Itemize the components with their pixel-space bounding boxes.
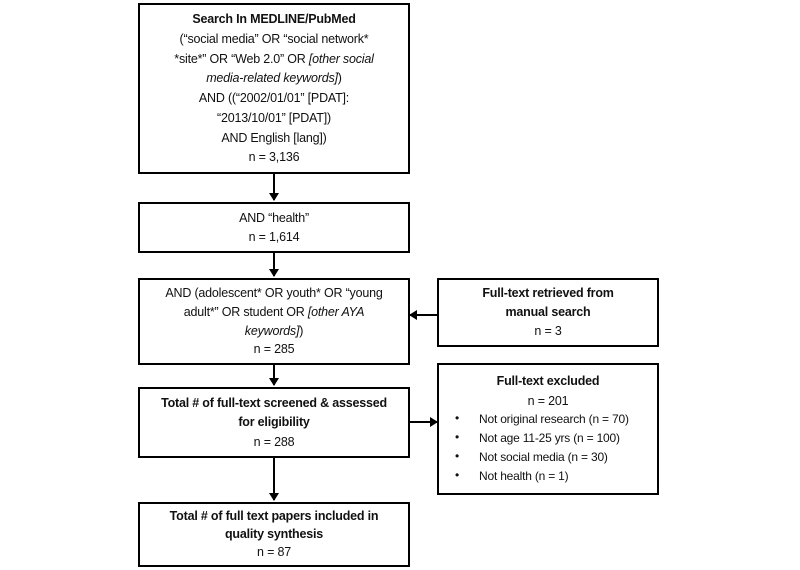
bullet-icon: • bbox=[455, 411, 460, 426]
exclusion-reason-item: • Not social media (n = 30) bbox=[439, 449, 657, 465]
bullet-icon: • bbox=[455, 449, 460, 464]
node-search-medline-pubmed: Search In MEDLINE/PubMed (“social media”… bbox=[138, 3, 410, 174]
query-text-line: keywords]) bbox=[143, 324, 405, 338]
query-text-line: media-related keywords]) bbox=[143, 71, 405, 85]
exclusion-reason-item: • Not original research (n = 70) bbox=[439, 411, 657, 427]
text-segment-italic: [other AYA bbox=[307, 304, 365, 319]
node-title: Total # of full text papers included in bbox=[169, 509, 379, 524]
exclusion-reason-item: • Not age 11-25 yrs (n = 100) bbox=[439, 430, 657, 446]
exclusion-reason-label: Not age 11-25 yrs (n = 100) bbox=[479, 431, 620, 446]
query-text-line: AND ((“2002/01/01” [PDAT]: bbox=[198, 91, 350, 106]
arrow-manual-search-to-box3 bbox=[409, 310, 437, 320]
node-included-quality-synthesis: Total # of full text papers included in … bbox=[138, 502, 410, 567]
node-fulltext-excluded: Full-text excluded n = 201 • Not original… bbox=[437, 363, 659, 495]
query-text-line: AND English [lang]) bbox=[221, 130, 327, 145]
arrow-box3-to-box4 bbox=[269, 365, 279, 386]
arrow-box1-to-box2 bbox=[269, 173, 279, 201]
arrow-box4-to-excluded bbox=[410, 417, 438, 427]
exclusion-reason-item: • Not health (n = 1) bbox=[439, 467, 657, 484]
count-label: n = 87 bbox=[257, 545, 291, 560]
count-label: n = 201 bbox=[527, 393, 569, 408]
bullet-icon: • bbox=[455, 430, 460, 445]
query-text-line: adult*” OR student OR [other AYA bbox=[143, 305, 405, 319]
node-title: for eligibility bbox=[238, 415, 310, 430]
query-text-line: *site*” OR “Web 2.0” OR [other social bbox=[143, 52, 405, 66]
node-title: Full-text retrieved from bbox=[482, 286, 614, 301]
text-segment: ) bbox=[299, 323, 304, 338]
arrow-box4-to-box5 bbox=[269, 457, 279, 501]
node-title: Full-text excluded bbox=[496, 374, 600, 389]
exclusion-reason-label: Not social media (n = 30) bbox=[479, 450, 608, 465]
text-segment: *site*” OR “Web 2.0” OR bbox=[174, 51, 309, 66]
arrow-box2-to-box3 bbox=[269, 252, 279, 277]
node-title: Total # of full-text screened & assessed bbox=[161, 395, 387, 410]
query-text-line: AND “health” bbox=[239, 210, 309, 225]
exclusion-reason-label: Not health (n = 1) bbox=[479, 468, 569, 483]
count-label: n = 285 bbox=[253, 342, 295, 357]
count-label: n = 288 bbox=[253, 434, 295, 449]
node-title: manual search bbox=[505, 305, 591, 320]
node-title: Search In MEDLINE/PubMed bbox=[192, 12, 356, 27]
text-segment: ) bbox=[337, 71, 342, 86]
node-title: quality synthesis bbox=[224, 527, 324, 542]
node-and-health: AND “health” n = 1,614 bbox=[138, 202, 410, 253]
query-text-line: “2013/10/01” [PDAT]) bbox=[217, 110, 331, 125]
text-segment-italic: media-related keywords] bbox=[206, 71, 338, 86]
node-and-adolescent-keywords: AND (adolescent* OR youth* OR “young adu… bbox=[138, 278, 410, 365]
text-segment-italic: keywords] bbox=[244, 323, 300, 338]
text-segment: adult*” OR student OR bbox=[183, 304, 308, 319]
text-segment-italic: [other social bbox=[308, 51, 374, 66]
exclusion-reason-label: Not original research (n = 70) bbox=[479, 412, 629, 427]
node-manual-search-retrieved: Full-text retrieved from manual search n… bbox=[437, 278, 659, 347]
count-label: n = 3,136 bbox=[248, 150, 300, 165]
count-label: n = 1,614 bbox=[248, 229, 300, 244]
query-text-line: AND (adolescent* OR youth* OR “young bbox=[165, 286, 383, 301]
query-text-line: (“social media” OR “social network* bbox=[179, 32, 369, 47]
node-fulltext-screened: Total # of full-text screened & assessed… bbox=[138, 387, 410, 458]
count-label: n = 3 bbox=[534, 324, 562, 339]
bullet-icon: • bbox=[455, 467, 460, 482]
